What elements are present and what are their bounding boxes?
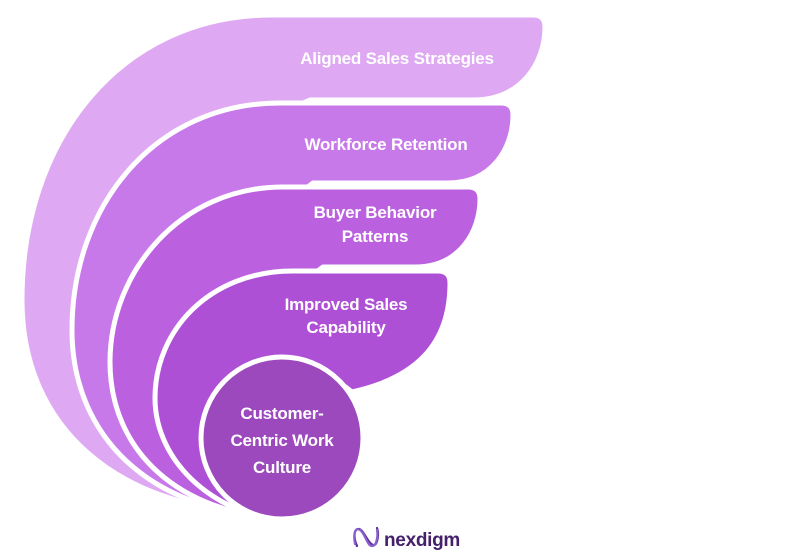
label-improved-sales-line2: Capability — [306, 318, 386, 337]
label-customer-centric-line1: Customer- — [240, 404, 323, 423]
label-customer-centric-line2: Centric Work — [230, 431, 334, 450]
label-improved-sales-line1: Improved Sales — [285, 295, 408, 314]
nexdigm-logo-icon-accent — [353, 528, 379, 548]
nexdigm-logo-text: nexdigm — [384, 530, 460, 551]
label-workforce-retention: Workforce Retention — [304, 135, 467, 154]
label-customer-centric-line3: Culture — [253, 458, 311, 477]
circle-customer-centric-work-culture — [198, 354, 366, 522]
nexdigm-logo: nexdigm — [353, 526, 460, 551]
label-aligned-sales-strategies: Aligned Sales Strategies — [300, 49, 494, 68]
label-buyer-behavior-line1: Buyer Behavior — [314, 203, 437, 222]
label-buyer-behavior-line2: Patterns — [342, 227, 408, 246]
